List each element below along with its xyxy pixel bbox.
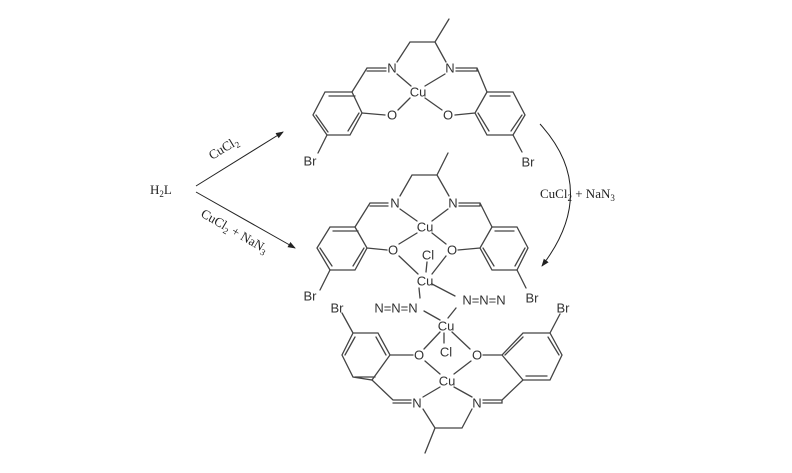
arrow-curved bbox=[539, 123, 571, 267]
tetranuclear-complex: N N Cu O O Cl Cu Br Br N=N=N N=N=N Cu Cl… bbox=[304, 152, 571, 454]
atom-cu: Cu bbox=[417, 274, 434, 289]
atom-o: O bbox=[447, 243, 457, 258]
atom-cu: Cu bbox=[417, 220, 434, 235]
atom-br: Br bbox=[522, 155, 536, 170]
atom-o: O bbox=[388, 243, 398, 258]
reactant-h2l: H2L bbox=[150, 182, 172, 199]
reagent-right: CuCl2 + NaN3 bbox=[540, 186, 615, 203]
atom-br: Br bbox=[304, 289, 318, 304]
reagent-upper: CuCl2 bbox=[206, 133, 242, 164]
monomer-complex: N N Cu O O Br Br bbox=[304, 18, 536, 170]
atom-cl: Cl bbox=[440, 345, 452, 360]
atom-cu: Cu bbox=[438, 319, 455, 334]
atom-n: N bbox=[412, 396, 421, 411]
atom-br: Br bbox=[557, 301, 571, 316]
atom-cl: Cl bbox=[422, 248, 434, 263]
atom-cu: Cu bbox=[410, 85, 427, 100]
azide-right: N=N=N bbox=[462, 293, 505, 308]
atom-o: O bbox=[443, 108, 453, 123]
arrow-lower bbox=[195, 191, 296, 249]
atom-cu: Cu bbox=[439, 374, 456, 389]
atom-n: N bbox=[472, 396, 481, 411]
atom-n: N bbox=[448, 196, 457, 211]
atom-br: Br bbox=[331, 301, 345, 316]
atom-o: O bbox=[414, 348, 424, 363]
atom-n: N bbox=[390, 196, 399, 211]
azide-left: N=N=N bbox=[374, 301, 417, 316]
atom-o: O bbox=[387, 108, 397, 123]
atom-o: O bbox=[472, 348, 482, 363]
atom-n: N bbox=[445, 61, 454, 76]
atom-br: Br bbox=[304, 154, 318, 169]
atom-br: Br bbox=[526, 291, 540, 306]
arrow-upper bbox=[195, 131, 284, 187]
atom-n: N bbox=[387, 61, 396, 76]
